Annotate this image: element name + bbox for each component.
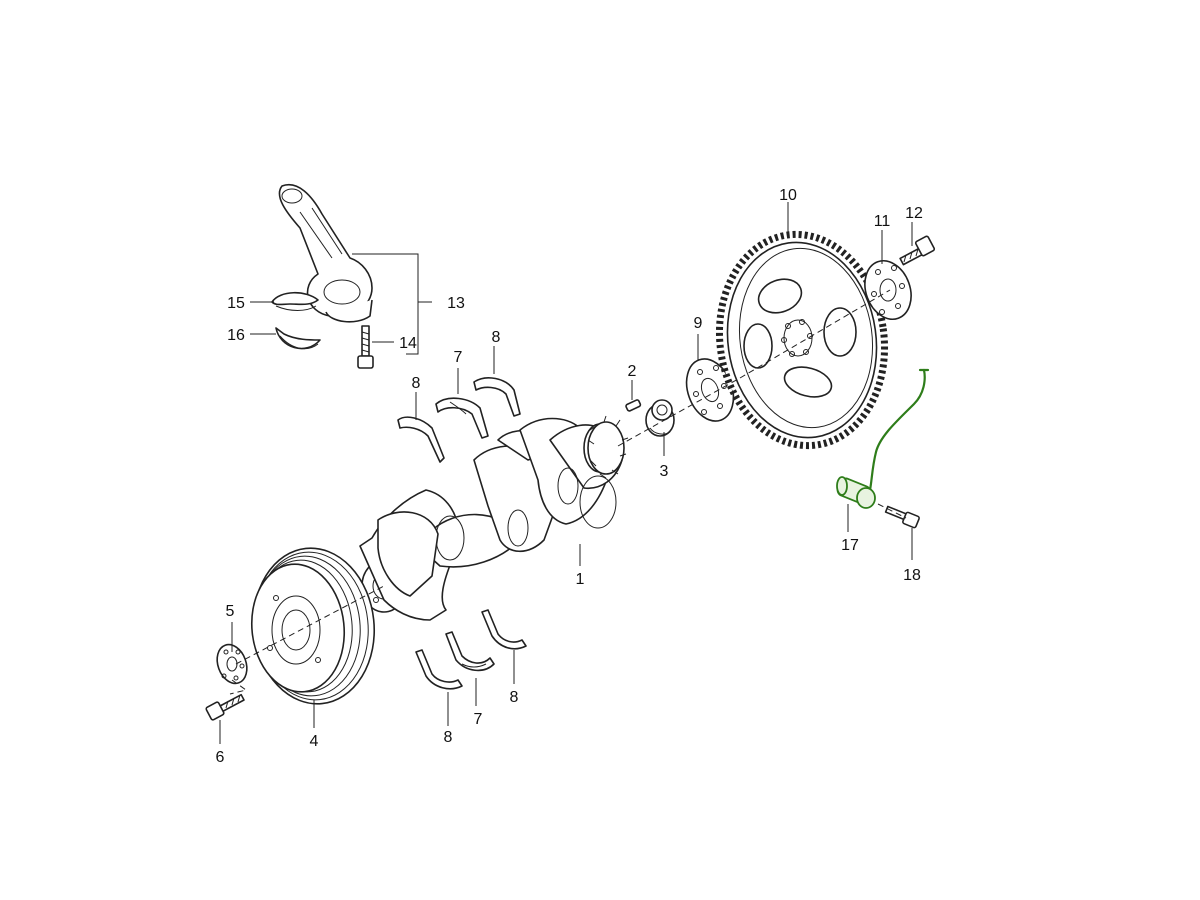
callout-2: 2 (628, 363, 637, 380)
main-bearing-shell-top-middle (435, 397, 489, 439)
callout-7-bottom: 7 (474, 711, 483, 728)
connecting-rod (278, 183, 373, 323)
crankshaft (359, 415, 629, 621)
pulley-bolt (205, 693, 245, 721)
sensor-bolt (884, 505, 920, 529)
main-bearing-shell-bottom-left (415, 649, 463, 690)
callout-18: 18 (903, 567, 921, 584)
callout-14: 14 (399, 335, 417, 352)
flywheel-bolt (899, 235, 936, 266)
flywheel (715, 230, 889, 450)
callout-8-bottom-right: 8 (510, 689, 519, 706)
main-bearing-shell-bottom-right (481, 609, 527, 650)
callout-8-top-right: 8 (492, 329, 501, 346)
callout-8-bottom-left: 8 (444, 729, 453, 746)
bearing-shell-upper (271, 291, 319, 311)
pulley-washer (216, 643, 248, 685)
main-bearing-shell-bottom-middle (445, 631, 495, 672)
callout-4: 4 (310, 733, 319, 750)
assembly-axes (229, 289, 907, 695)
bearing-shell-lower (275, 327, 321, 350)
flywheel-reinforcement-plate (864, 260, 912, 320)
conrod-bolt (357, 325, 374, 369)
crankshaft-position-sensor (836, 368, 930, 509)
dowel-pin (625, 399, 642, 412)
callout-9: 9 (694, 315, 703, 332)
callout-17: 17 (841, 537, 859, 554)
callout-16: 16 (227, 327, 245, 344)
callout-leaders (219, 202, 913, 744)
callout-1: 1 (576, 571, 585, 588)
callout-13: 13 (447, 295, 465, 312)
callout-12: 12 (905, 205, 923, 222)
pilot-bushing (645, 399, 675, 437)
callout-3: 3 (660, 463, 669, 480)
callout-11: 11 (874, 213, 891, 230)
callout-6: 6 (216, 749, 225, 766)
callout-7-top: 7 (454, 349, 463, 366)
crankshaft-pulley (250, 547, 376, 705)
main-bearing-shell-top-left (397, 416, 445, 463)
callout-8-top-left: 8 (412, 375, 421, 392)
main-bearing-shell-top-right (473, 377, 521, 417)
callout-15: 15 (227, 295, 245, 312)
callout-5: 5 (226, 603, 235, 620)
callout-10: 10 (779, 187, 797, 204)
callout-labels: 1 2 3 4 5 6 7 7 8 8 8 8 9 10 11 12 13 14… (216, 187, 923, 766)
